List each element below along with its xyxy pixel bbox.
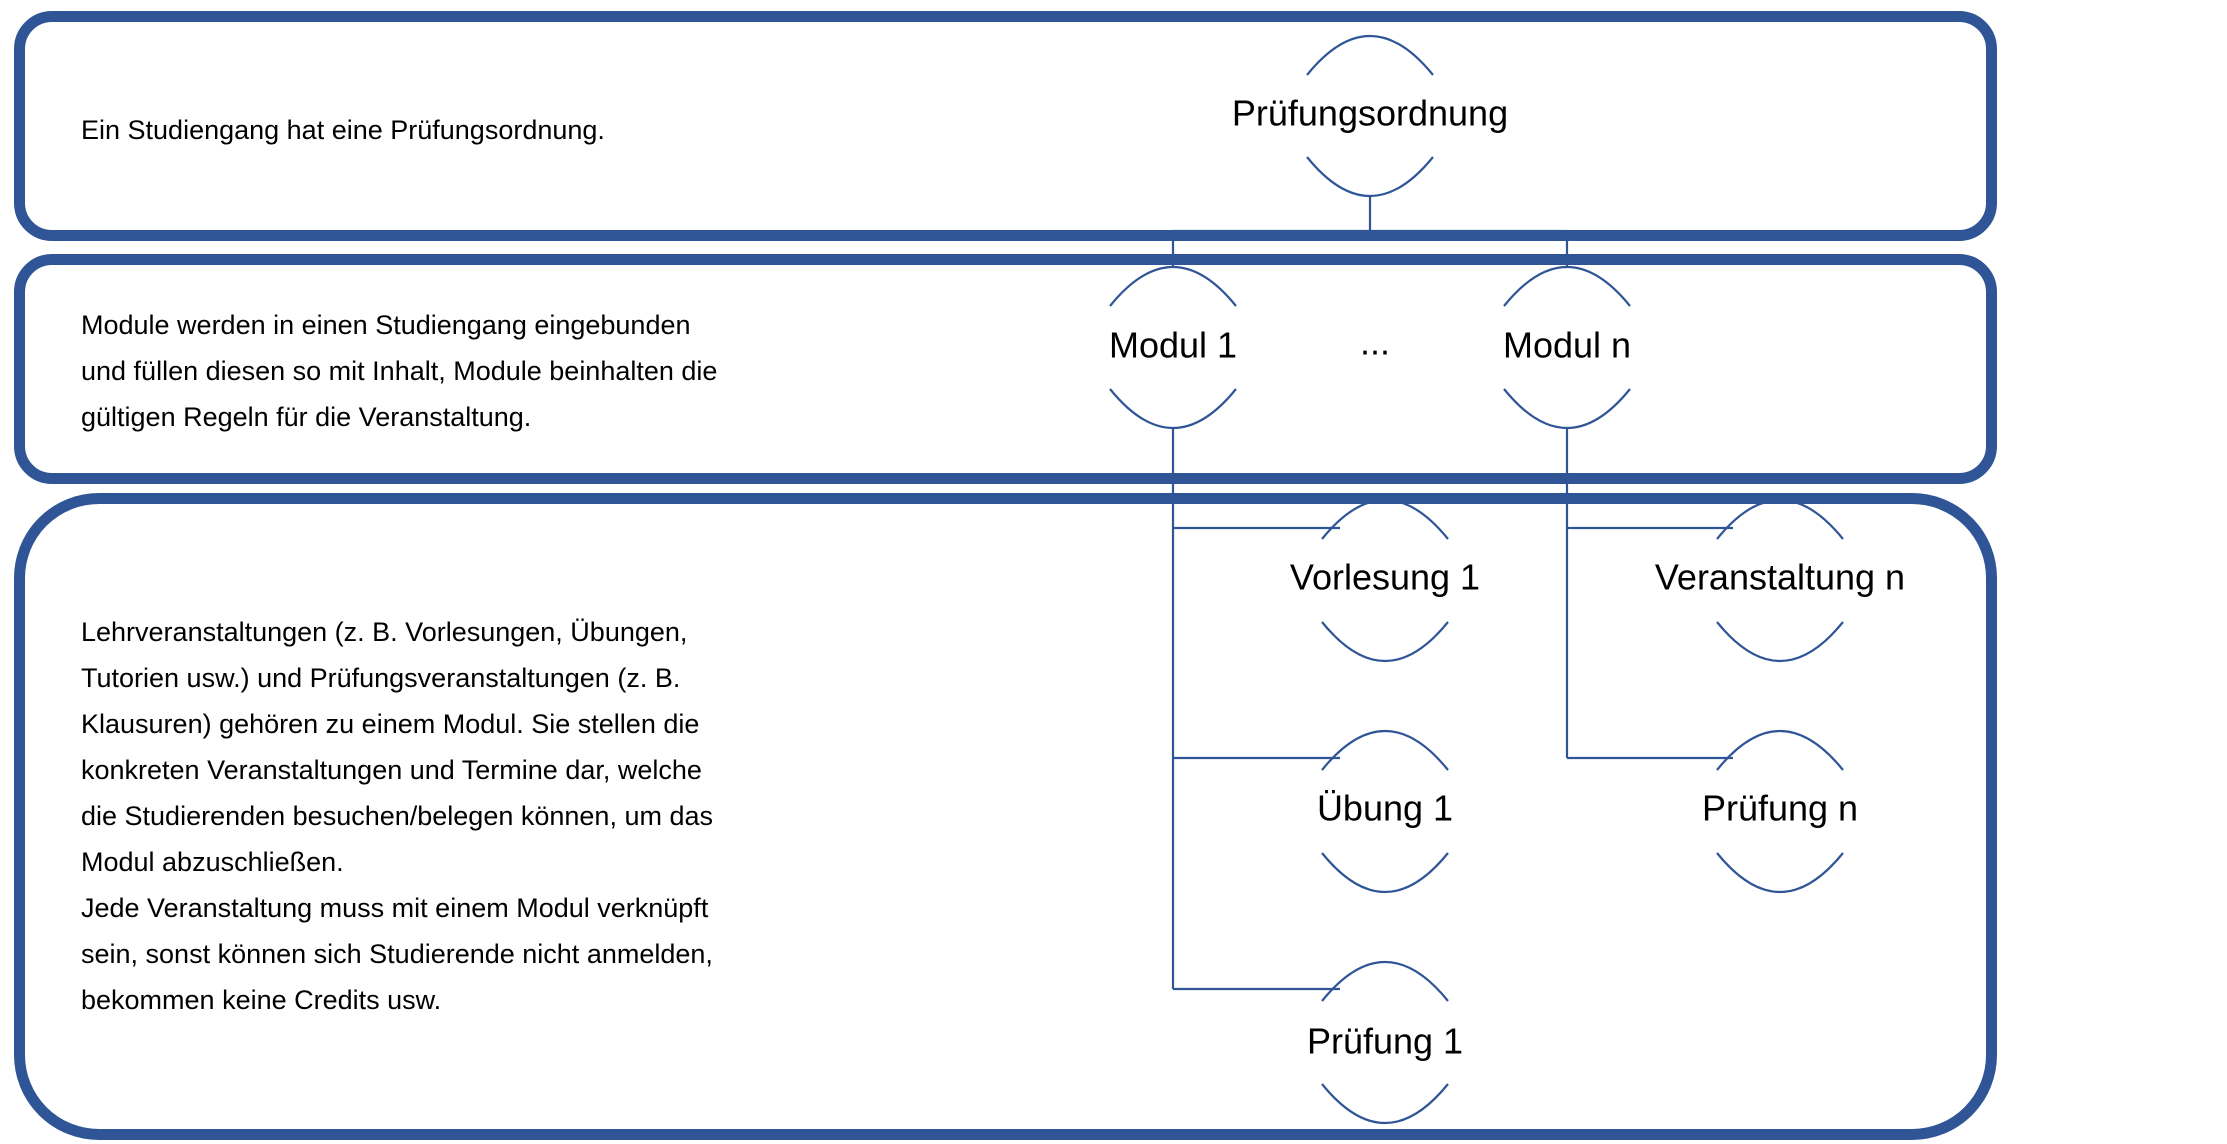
node-pruefung-1: Prüfung 1 xyxy=(1307,1021,1463,1062)
node-ellipsis: ... xyxy=(1360,322,1390,363)
node-arcs-veranstaltung-n xyxy=(1716,498,1844,663)
connector-root xyxy=(1171,196,1569,267)
node-veranstaltung-n: Veranstaltung n xyxy=(1655,557,1905,598)
node-uebung-1: Übung 1 xyxy=(1317,788,1453,829)
connector-modul-n xyxy=(1565,428,1733,760)
node-arcs-pruefung-1 xyxy=(1321,960,1449,1125)
description-module: Module werden in einen Studiengang einge… xyxy=(81,310,718,432)
level-box-veranstaltungen xyxy=(14,493,1997,1140)
node-modul-n: Modul n xyxy=(1503,325,1631,366)
connectors xyxy=(1171,196,1733,991)
node-arcs-pruefung-n xyxy=(1716,729,1844,894)
node-pruefung-n: Prüfung n xyxy=(1702,788,1858,829)
node-arcs-uebung-1 xyxy=(1321,729,1449,894)
level-box-module xyxy=(14,254,1997,484)
description-veranstaltungen: Lehrveranstaltungen (z. B. Vorlesungen, … xyxy=(81,617,713,1015)
node-vorlesung-1: Vorlesung 1 xyxy=(1290,557,1480,598)
node-arcs-modul-n xyxy=(1503,265,1631,430)
node-arcs-modul-1 xyxy=(1109,265,1237,430)
description-studiengang: Ein Studiengang hat eine Prüfungsordnung… xyxy=(81,115,605,145)
node-arcs-pruefungsordnung xyxy=(1306,34,1434,198)
node-arcs-vorlesung-1 xyxy=(1321,498,1449,663)
node-pruefungsordnung: Prüfungsordnung xyxy=(1232,93,1508,134)
connector-modul-1 xyxy=(1171,428,1340,991)
node-modul-1: Modul 1 xyxy=(1109,325,1237,366)
level-box-studiengang xyxy=(14,11,1997,241)
